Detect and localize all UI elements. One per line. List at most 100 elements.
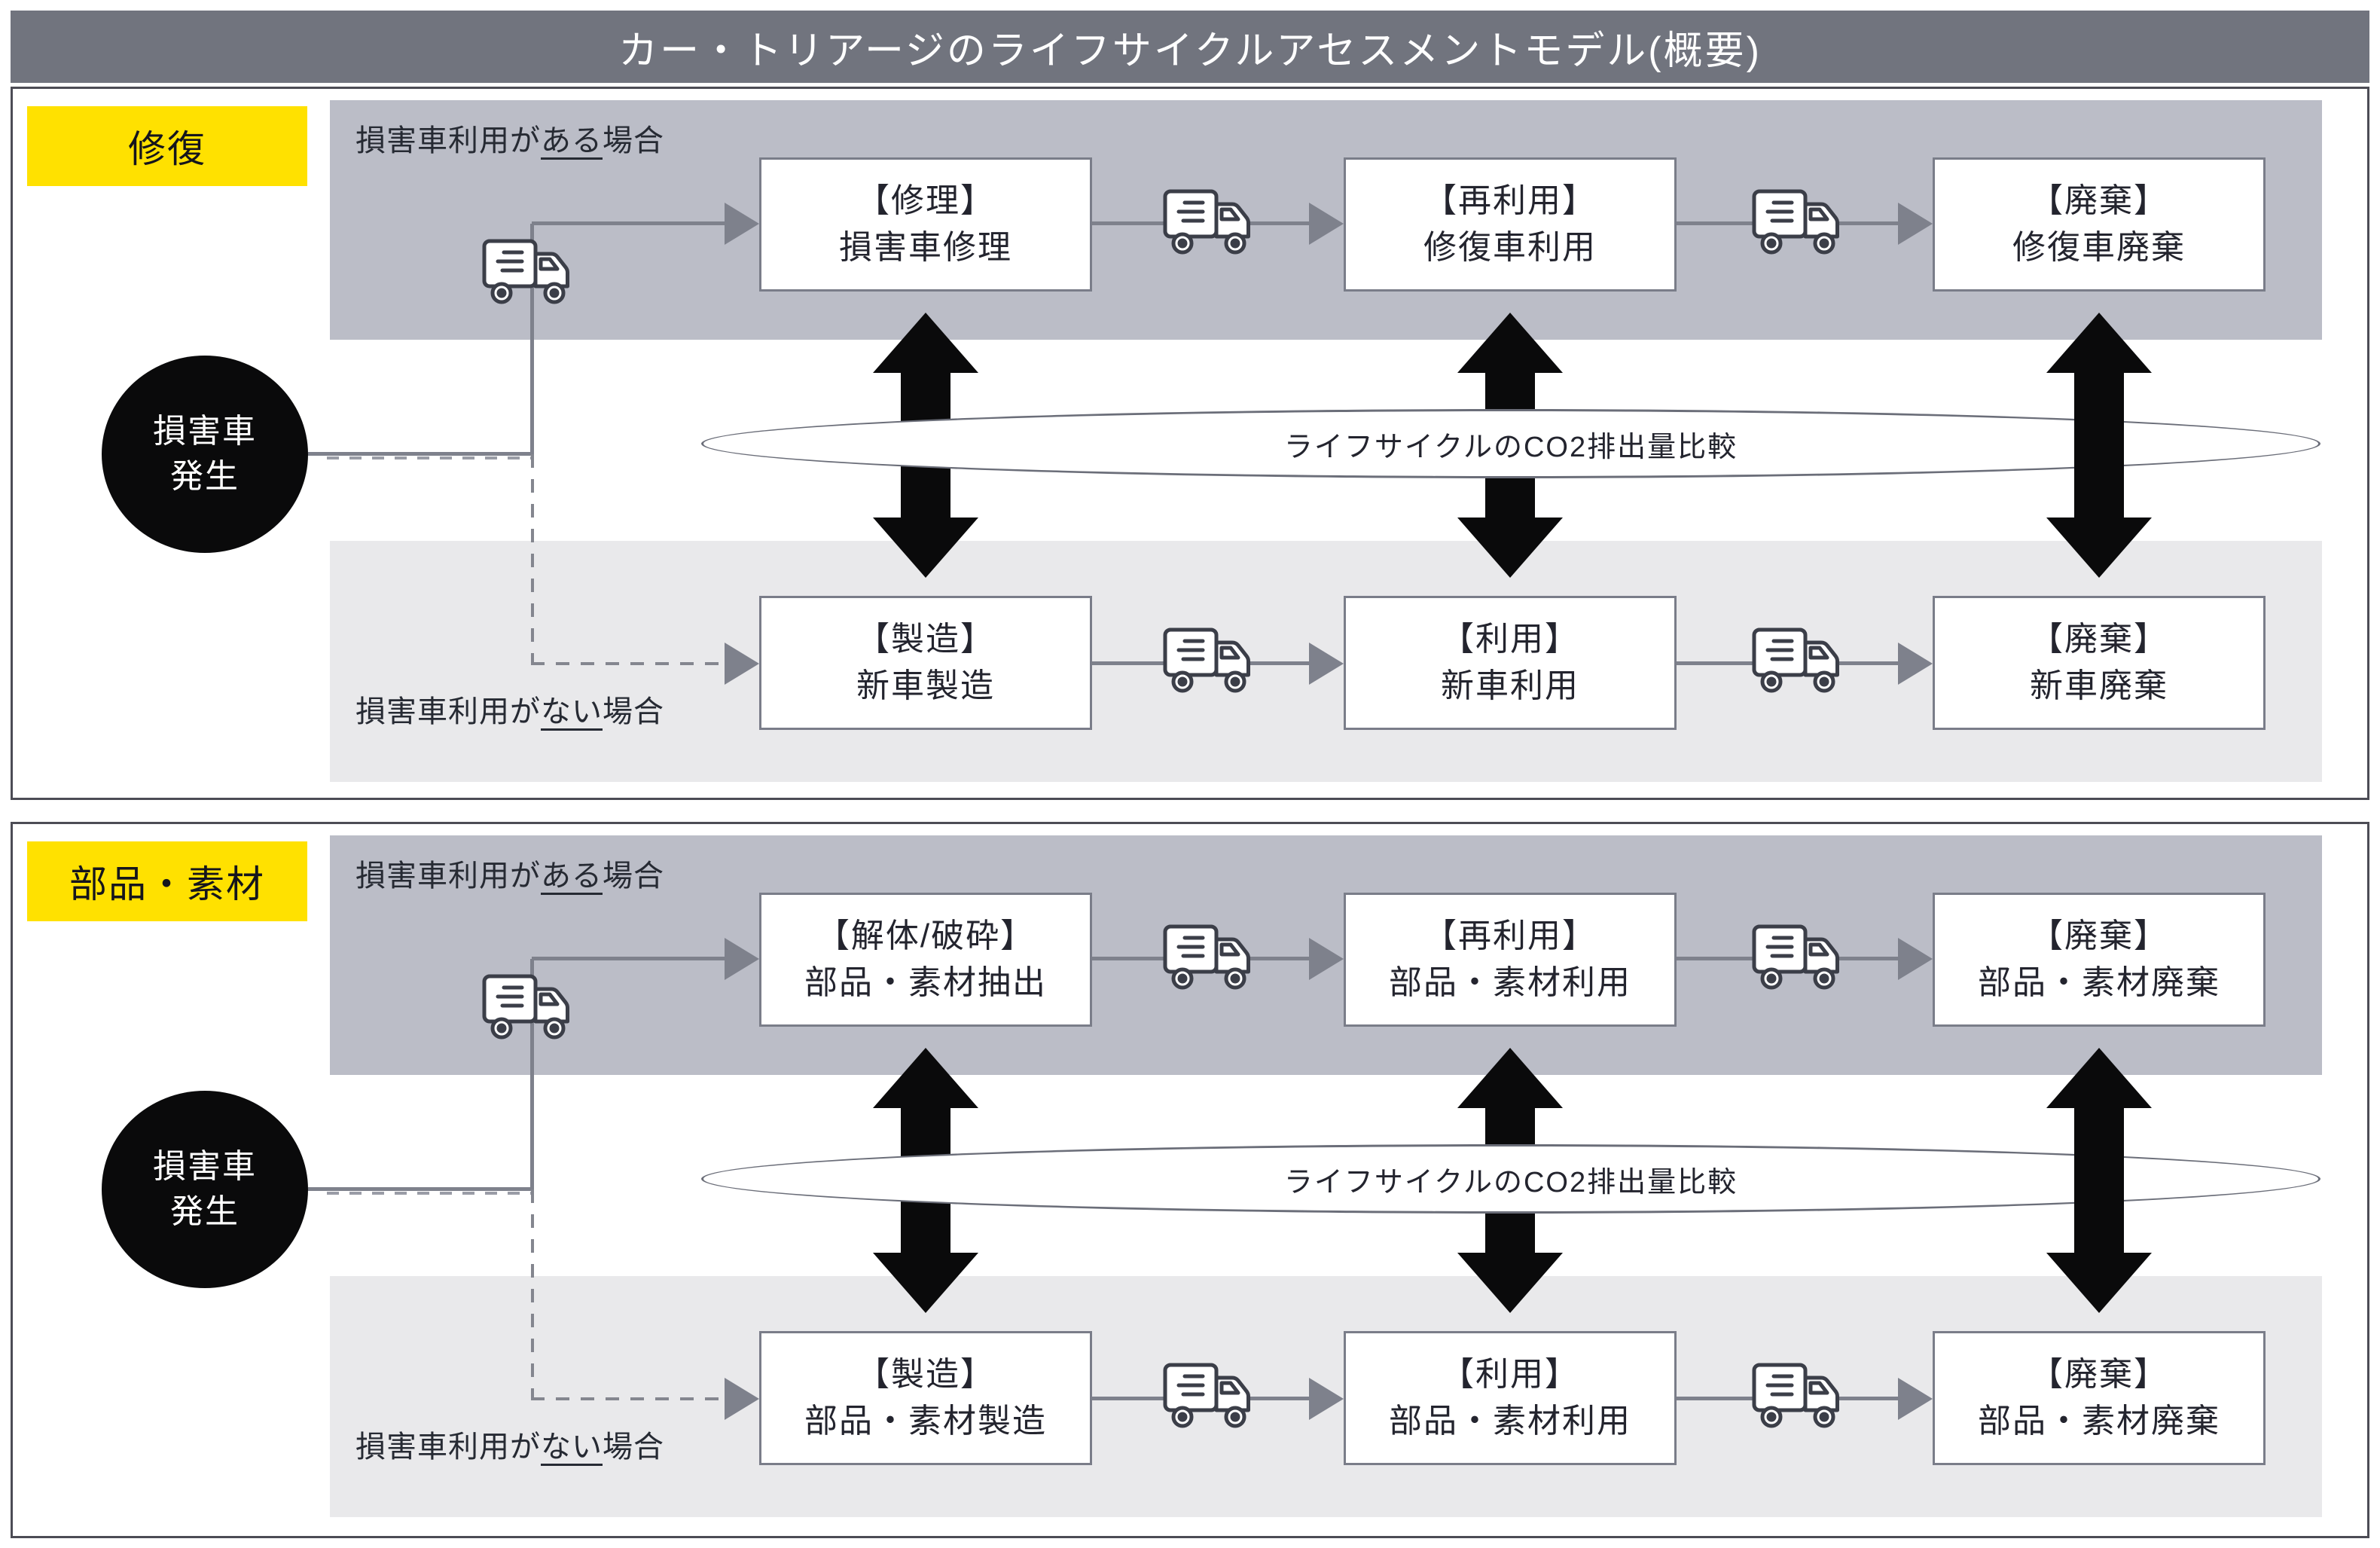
category-tag-parts: 部品・素材 — [27, 841, 307, 921]
process-box-dismantle: 【解体/破砕】 部品・素材抽出 — [759, 893, 1092, 1027]
co2-comparison-label: ライフサイクルのCO2排出量比較 — [1283, 431, 1738, 463]
flow-line-from-source — [308, 452, 532, 456]
co2-comparison-ellipse: ライフサイクルのCO2排出量比較 — [701, 1144, 2320, 1214]
process-box-stage: 【製造】 — [856, 621, 995, 658]
damaged-car-node-text: 損害車 — [153, 1148, 257, 1185]
process-box-stage: 【製造】 — [856, 1356, 995, 1393]
process-box-manufacture: 【製造】 部品・素材製造 — [759, 1331, 1092, 1465]
truck-icon — [1751, 626, 1849, 695]
process-box-manufacture: 【製造】 新車製造 — [759, 596, 1092, 730]
process-box-reuse: 【再利用】 修復車利用 — [1344, 157, 1677, 292]
process-box-stage: 【利用】 — [1441, 621, 1579, 658]
arrowhead-icon — [725, 938, 759, 980]
truck-icon — [1751, 923, 1849, 992]
damaged-car-node-text: 発生 — [170, 458, 240, 495]
category-tag-repair: 修復 — [27, 106, 307, 186]
process-box-stage: 【再利用】 — [1423, 182, 1597, 219]
dashed-line-into-lower-box — [531, 1397, 728, 1400]
damaged-car-node-text: 発生 — [170, 1193, 240, 1230]
process-box-use: 【利用】 新車利用 — [1344, 596, 1677, 730]
case-label-underlined: ない — [541, 695, 603, 728]
arrowhead-icon — [1309, 643, 1344, 685]
case-with-label: 損害車利用がある場合 — [355, 856, 664, 896]
co2-comparison-ellipse: ライフサイクルのCO2排出量比較 — [701, 409, 2320, 478]
case-with-label: 損害車利用がある場合 — [355, 121, 664, 160]
case-label-text: 場合 — [603, 859, 664, 893]
truck-icon — [1751, 188, 1849, 257]
arrowhead-icon — [725, 203, 759, 245]
process-box-stage: 【廃棄】 — [2030, 621, 2168, 658]
dashed-line-vertical — [531, 454, 534, 664]
arrowhead-icon — [1309, 1378, 1344, 1420]
truck-icon — [481, 237, 579, 307]
arrowhead-icon — [1309, 203, 1344, 245]
truck-icon — [1751, 1361, 1849, 1430]
process-box-detail: 部品・素材利用 — [1389, 964, 1631, 1001]
title-bar: カー・トリアージのライフサイクルアセスメントモデル(概要) — [11, 11, 2369, 83]
case-label-underlined: ある — [541, 859, 603, 893]
flow-line-vertical — [530, 224, 534, 454]
case-without-label: 損害車利用がない場合 — [355, 692, 664, 731]
arrowhead-icon — [1898, 643, 1933, 685]
truck-icon — [1162, 923, 1260, 992]
process-box-detail: 損害車修理 — [839, 229, 1012, 266]
case-without-label: 損害車利用がない場合 — [355, 1427, 664, 1467]
flow-line-into-first-box — [532, 957, 728, 960]
truck-icon — [1162, 188, 1260, 257]
flow-line-vertical — [530, 959, 534, 1189]
arrowhead-icon — [725, 1378, 759, 1420]
process-box-disposal-new: 【廃棄】 新車廃棄 — [1933, 596, 2266, 730]
process-box-stage: 【修理】 — [856, 182, 995, 219]
case-label-text: 損害車利用が — [355, 859, 541, 893]
process-box-detail: 部品・素材抽出 — [804, 964, 1047, 1001]
arrowhead-icon — [1309, 938, 1344, 980]
damaged-car-node: 損害車 発生 — [102, 1091, 308, 1288]
double-arrow-icon — [2043, 1048, 2156, 1313]
flow-line-into-first-box — [532, 221, 728, 225]
flow-line-from-source — [308, 1187, 532, 1191]
truck-icon — [1162, 1361, 1260, 1430]
process-box-disposal: 【廃棄】 修復車廃棄 — [1933, 157, 2266, 292]
arrowhead-icon — [725, 643, 759, 685]
process-box-disposal: 【廃棄】 部品・素材廃棄 — [1933, 893, 2266, 1027]
process-box-stage: 【廃棄】 — [2030, 918, 2168, 954]
arrowhead-icon — [1898, 1378, 1933, 1420]
process-box-stage: 【廃棄】 — [2030, 182, 2168, 219]
dashed-line-overlay — [327, 456, 532, 460]
dashed-line-vertical — [531, 1189, 534, 1399]
co2-comparison-label: ライフサイクルのCO2排出量比較 — [1283, 1166, 1738, 1198]
case-label-text: 場合 — [603, 695, 664, 728]
damaged-car-node-text: 損害車 — [153, 413, 257, 450]
dashed-line-overlay — [327, 1192, 532, 1195]
process-box-detail: 部品・素材廃棄 — [1978, 1403, 2220, 1440]
process-box-reuse: 【再利用】 部品・素材利用 — [1344, 893, 1677, 1027]
panel-parts-materials: 部品・素材 損害車利用がある場合 損害車利用がない場合 ライフサイクルの — [11, 822, 2369, 1538]
process-box-detail: 部品・素材廃棄 — [1978, 964, 2220, 1001]
case-label-text: 場合 — [603, 124, 664, 157]
process-box-detail: 修復車利用 — [1423, 229, 1597, 266]
case-label-text: 損害車利用が — [355, 695, 541, 728]
case-label-underlined: ない — [541, 1430, 603, 1464]
process-box-stage: 【解体/破砕】 — [816, 918, 1036, 954]
process-box-detail: 新車製造 — [856, 667, 995, 704]
truck-icon — [481, 972, 579, 1042]
damaged-car-node: 損害車 発生 — [102, 356, 308, 553]
process-box-detail: 修復車廃棄 — [2012, 229, 2186, 266]
process-box-stage: 【廃棄】 — [2030, 1356, 2168, 1393]
process-box-detail: 新車利用 — [1441, 667, 1579, 704]
case-label-text: 場合 — [603, 1430, 664, 1464]
truck-icon — [1162, 626, 1260, 695]
process-box-detail: 部品・素材利用 — [1389, 1403, 1631, 1440]
arrowhead-icon — [1898, 938, 1933, 980]
panel-repair: 修復 損害車利用がある場合 損害車利用がない場合 ライフサイクルのCO2 — [11, 87, 2369, 800]
arrowhead-icon — [1898, 203, 1933, 245]
process-box-detail: 新車廃棄 — [2030, 667, 2168, 704]
process-box-use: 【利用】 部品・素材利用 — [1344, 1331, 1677, 1465]
process-box-stage: 【再利用】 — [1423, 918, 1597, 954]
case-label-text: 損害車利用が — [355, 1430, 541, 1464]
double-arrow-icon — [2043, 313, 2156, 578]
page-title: カー・トリアージのライフサイクルアセスメントモデル(概要) — [618, 29, 1762, 73]
process-box-disposal-new: 【廃棄】 部品・素材廃棄 — [1933, 1331, 2266, 1465]
process-box-stage: 【利用】 — [1441, 1356, 1579, 1393]
